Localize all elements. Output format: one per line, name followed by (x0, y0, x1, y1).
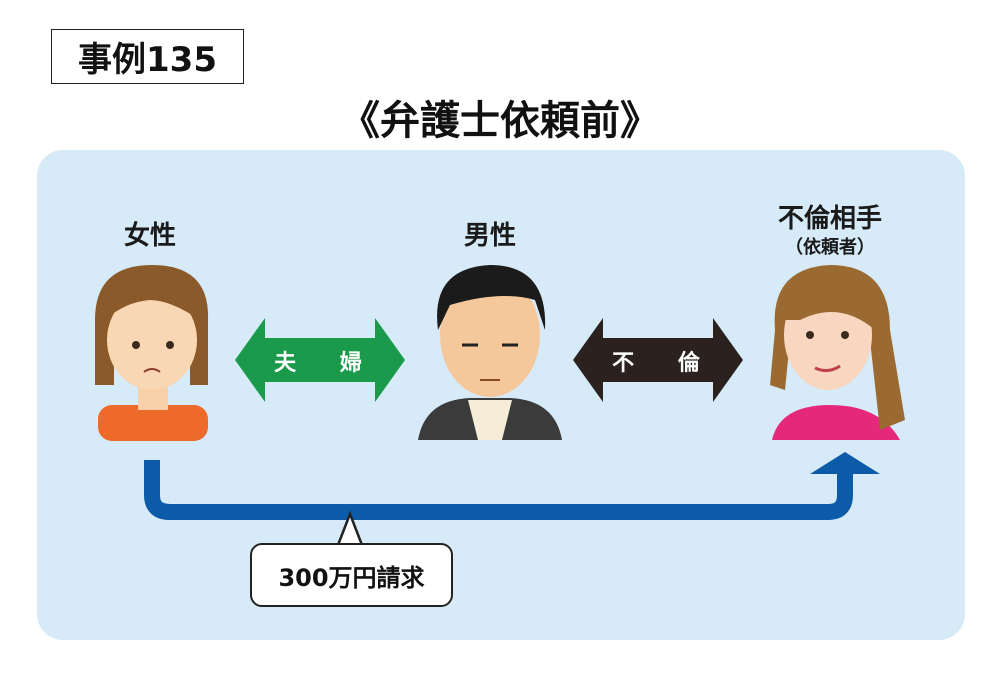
case-number: 事例135 (78, 40, 217, 80)
husband-label: 男性 (463, 221, 516, 251)
page-title: 《弁護士依頼前》 (340, 98, 660, 144)
affair-arrow (573, 318, 743, 402)
wife-illustration (95, 265, 209, 441)
partner-sublabel: （依頼者） (785, 237, 875, 258)
married-label: 夫 婦 (274, 351, 380, 376)
married-arrow (235, 318, 405, 402)
partner-label: 不倫相手 (777, 204, 882, 234)
claim-callout: 300万円請求 (250, 543, 453, 607)
claim-arrow-head (810, 452, 880, 474)
affair-label: 不 倫 (612, 351, 718, 376)
claim-text: 300万円請求 (278, 563, 425, 592)
case-number-box: 事例135 (51, 29, 244, 84)
husband-illustration (418, 265, 562, 440)
wife-label: 女性 (123, 221, 176, 251)
partner-illustration (770, 265, 905, 440)
claim-arrow (144, 460, 853, 520)
